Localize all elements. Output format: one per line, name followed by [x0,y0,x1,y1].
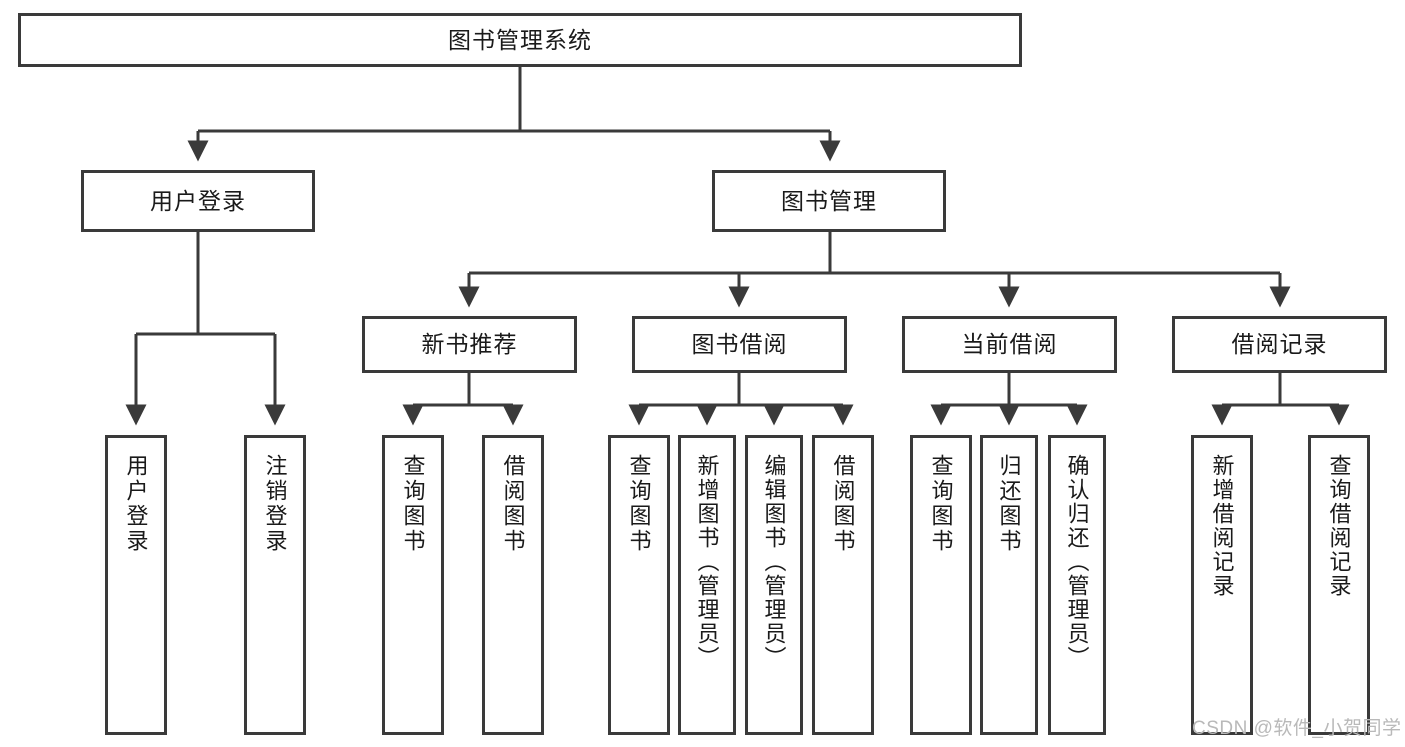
node-user-login[interactable]: 用户登录 [81,170,315,232]
leaf-user-login[interactable]: 用户登录 [105,435,167,735]
leaf-query-record[interactable]: 查询借阅记录 [1308,435,1370,735]
leaf-query-book-3-label: 查询图书 [928,454,954,554]
leaf-query-book-2-label: 查询图书 [626,454,652,554]
leaf-query-book-1-label: 查询图书 [400,454,426,554]
leaf-query-record-label: 查询借阅记录 [1326,454,1352,598]
leaf-user-login-label: 用户登录 [123,454,149,554]
leaf-logout[interactable]: 注销登录 [244,435,306,735]
leaf-logout-label: 注销登录 [262,454,288,554]
node-book-borrow[interactable]: 图书借阅 [632,316,847,373]
node-book-borrow-label: 图书借阅 [691,331,788,358]
leaf-edit-book[interactable]: 编辑图书（管理员） [745,435,803,735]
leaf-borrow-book-2[interactable]: 借阅图书 [812,435,874,735]
node-book-manage-label: 图书管理 [781,187,877,214]
node-current-borrow[interactable]: 当前借阅 [902,316,1117,373]
leaf-borrow-book-2-label: 借阅图书 [830,454,856,554]
csdn-watermark: CSDN @软件_小贺同学 [1192,718,1402,739]
leaf-query-book-3[interactable]: 查询图书 [910,435,972,735]
leaf-borrow-book-1-label: 借阅图书 [500,454,526,554]
leaf-return-book-label: 归还图书 [996,454,1022,554]
node-borrow-record-label: 借阅记录 [1231,331,1328,358]
leaf-add-book-label: 新增图书（管理员） [694,454,720,670]
leaf-add-book[interactable]: 新增图书（管理员） [678,435,736,735]
node-root[interactable]: 图书管理系统 [18,13,1022,67]
leaf-add-record-label: 新增借阅记录 [1209,454,1235,598]
leaf-confirm-return[interactable]: 确认归还（管理员） [1048,435,1106,735]
node-new-book-recommend[interactable]: 新书推荐 [362,316,577,373]
leaf-confirm-return-label: 确认归还（管理员） [1064,454,1090,670]
leaf-borrow-book-1[interactable]: 借阅图书 [482,435,544,735]
leaf-return-book[interactable]: 归还图书 [980,435,1038,735]
node-current-borrow-label: 当前借阅 [961,331,1058,358]
leaf-query-book-1[interactable]: 查询图书 [382,435,444,735]
node-user-login-label: 用户登录 [150,187,246,214]
node-new-book-recommend-label: 新书推荐 [421,331,518,358]
node-book-manage[interactable]: 图书管理 [712,170,946,232]
leaf-query-book-2[interactable]: 查询图书 [608,435,670,735]
node-borrow-record[interactable]: 借阅记录 [1172,316,1387,373]
leaf-add-record[interactable]: 新增借阅记录 [1191,435,1253,735]
node-root-label: 图书管理系统 [448,26,592,53]
leaf-edit-book-label: 编辑图书（管理员） [761,454,787,670]
